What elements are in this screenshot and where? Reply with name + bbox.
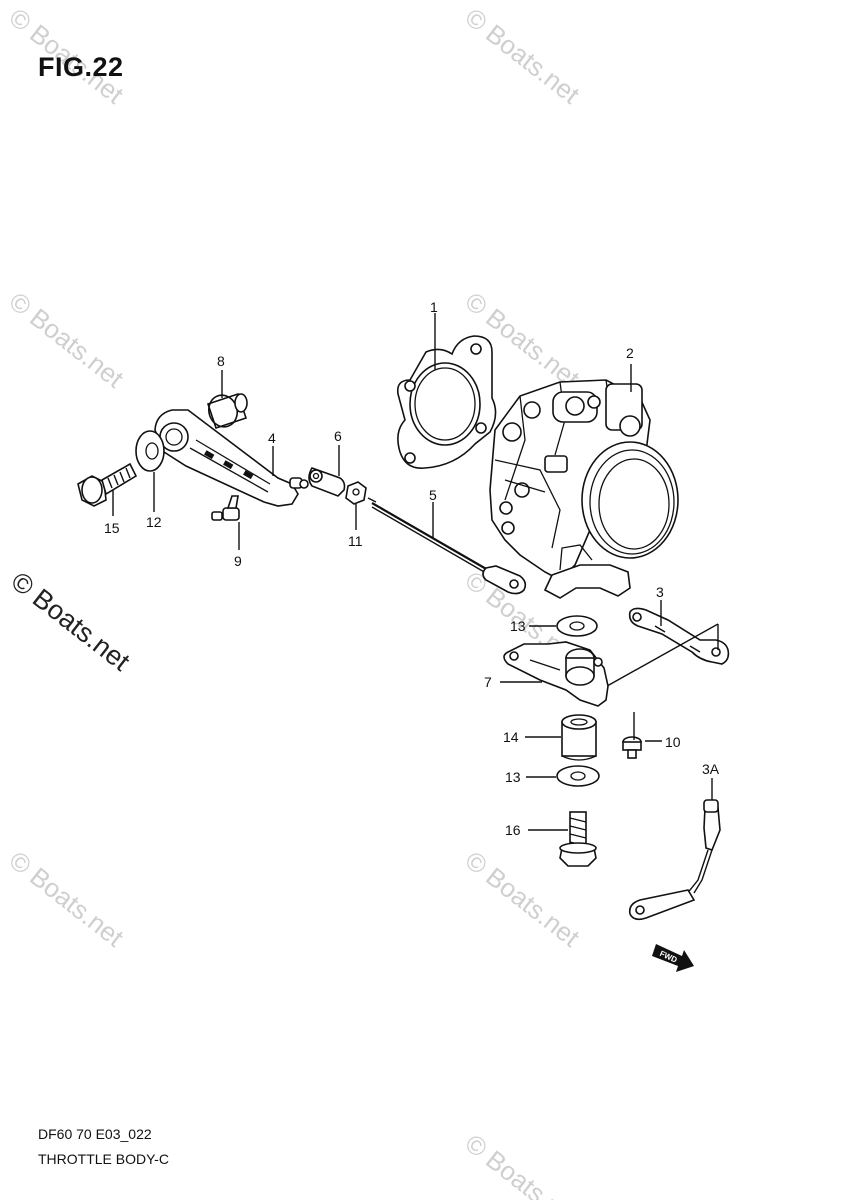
throttle-rod-part [367, 497, 527, 595]
sensor-bracket-part [503, 641, 609, 707]
screw-small-part [622, 736, 642, 759]
callout-16: 16 [505, 822, 521, 838]
bolt-flange-part [77, 462, 138, 507]
lever-arm-part [154, 409, 309, 507]
callout-14: 14 [503, 729, 519, 745]
callout-6: 6 [334, 428, 342, 444]
bushing-part [561, 714, 597, 761]
callout-7: 7 [484, 674, 492, 690]
callout-2: 2 [626, 345, 634, 361]
fwd-arrow-icon: FWD [652, 944, 694, 972]
callout-3: 3 [656, 584, 664, 600]
nut-part [345, 481, 367, 505]
callout-1: 1 [430, 299, 438, 315]
bolt-vertical-part [559, 811, 597, 867]
callout-13-upper: 13 [510, 618, 526, 634]
washer-large-part [135, 430, 165, 472]
callout-4: 4 [268, 430, 276, 446]
callout-13-lower: 13 [505, 769, 521, 785]
wire-harness-part [628, 799, 721, 921]
callout-11: 11 [348, 533, 363, 549]
callout-5: 5 [429, 487, 437, 503]
callout-8: 8 [217, 353, 225, 369]
figure-name: THROTTLE BODY-C [38, 1151, 169, 1167]
fwd-label: FWD [658, 949, 679, 965]
callout-10: 10 [665, 734, 681, 750]
gasket-part [396, 335, 497, 469]
link-rod-part [599, 607, 730, 691]
rod-end-part [308, 467, 346, 497]
leader-lines [112, 313, 713, 831]
pin-part [211, 495, 240, 521]
callout-15: 15 [104, 520, 120, 536]
callout-9: 9 [234, 553, 242, 569]
collar-part [206, 392, 248, 430]
callout-labels: 1 2 3 3A 4 5 6 7 8 9 10 11 12 13 13 14 1… [104, 299, 720, 838]
throttle-body-part [489, 379, 679, 599]
figure-title: FIG.22 [38, 52, 124, 82]
callout-12: 12 [146, 514, 162, 530]
callout-3a: 3A [702, 761, 720, 777]
washer-lower-part [556, 765, 600, 787]
washer-upper-part [556, 615, 598, 637]
figure-model-code: DF60 70 E03_022 [38, 1126, 152, 1142]
